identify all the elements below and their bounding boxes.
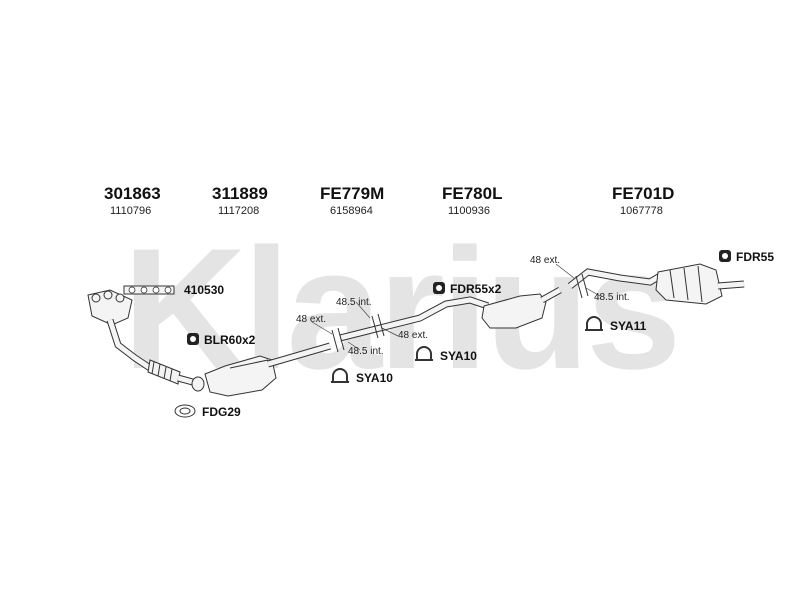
- clamp-icon: [331, 368, 349, 383]
- fitting-label-fdr55[interactable]: FDR55: [736, 250, 775, 264]
- fitting-label-sya11[interactable]: SYA11: [610, 319, 647, 333]
- centre-silencer[interactable]: [339, 286, 562, 342]
- part-code-rear[interactable]: FE701D: [612, 184, 675, 203]
- part-ref-catalyst: 6158964: [330, 205, 373, 217]
- gasket-ring-icon: [174, 404, 196, 418]
- exhaust-manifold[interactable]: [87, 289, 152, 371]
- fitting-label-sya10-a[interactable]: SYA10: [356, 371, 393, 385]
- part-code-centre[interactable]: FE780L: [442, 184, 503, 203]
- part-ref-front-pipe: 1117208: [218, 205, 260, 217]
- part-ref-centre: 1100936: [448, 205, 491, 217]
- part-code-catalyst[interactable]: FE779M: [320, 184, 385, 203]
- mounting-rubber-icon: [719, 250, 731, 262]
- leader-lines: [311, 263, 601, 351]
- joint-marks: [331, 273, 589, 353]
- fitting-label-fdg[interactable]: FDG29: [202, 405, 241, 419]
- gasket-icon: [123, 285, 175, 295]
- rear-silencer[interactable]: [567, 263, 745, 305]
- part-code-front-pipe[interactable]: 311889: [212, 184, 268, 203]
- mounting-rubber-icon: [187, 333, 199, 345]
- fitting-label-fdr55x2[interactable]: FDR55x2: [450, 282, 502, 296]
- clamp-icon: [415, 346, 433, 361]
- fitting-label-sya10-b[interactable]: SYA10: [440, 349, 477, 363]
- dimension-label: 48.5 int.: [594, 292, 630, 303]
- clamp-icon: [585, 316, 603, 331]
- part-code-manifold[interactable]: 301863: [104, 184, 161, 203]
- dimension-label: 48 ext.: [398, 330, 429, 341]
- part-ref-rear: 1067778: [620, 205, 663, 217]
- dimension-label: 48 ext.: [530, 255, 561, 266]
- fitting-label-410530[interactable]: 410530: [184, 283, 225, 297]
- dimension-label: 48.5 int.: [348, 346, 384, 357]
- front-pipe[interactable]: [147, 359, 205, 392]
- dimension-label: 48 ext.: [296, 314, 327, 325]
- dimension-label: 48.5 int.: [336, 297, 372, 308]
- mounting-rubber-icon: [433, 282, 445, 294]
- part-ref-manifold: 1110796: [110, 205, 152, 217]
- fitting-label-blr[interactable]: BLR60x2: [204, 333, 256, 347]
- catalytic-converter[interactable]: [204, 342, 331, 397]
